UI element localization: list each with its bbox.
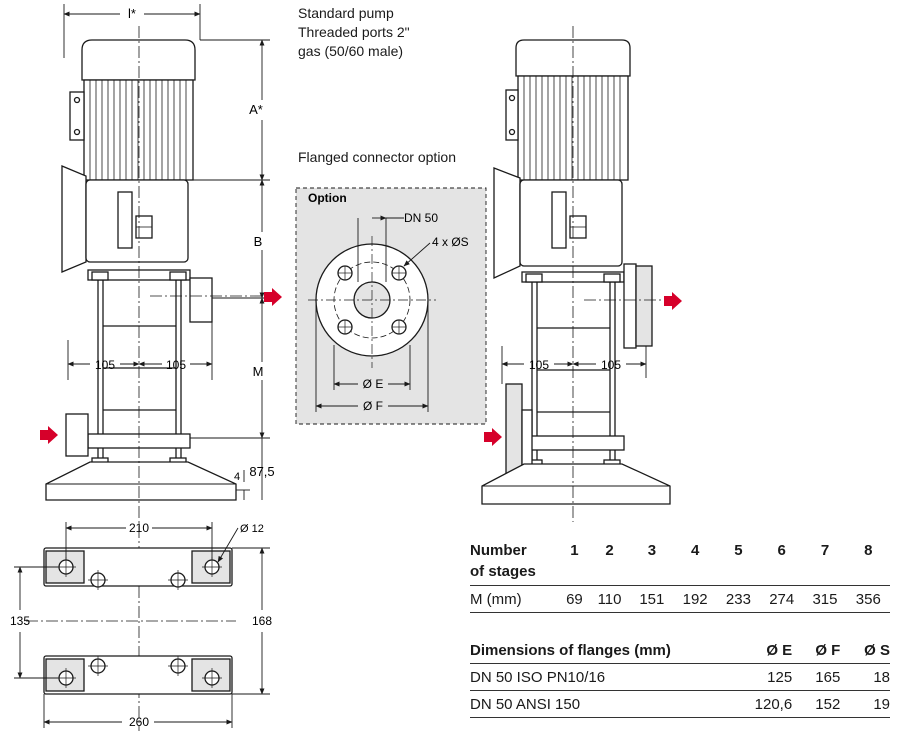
flange-value: 120,6 xyxy=(720,690,793,718)
base-dimensions xyxy=(14,522,270,728)
outlet-arrow-left xyxy=(264,288,282,306)
dim-105-left-b: 105 xyxy=(166,358,186,372)
lantern xyxy=(61,165,87,273)
motor-body xyxy=(83,79,194,181)
dim-l-star: l* xyxy=(128,6,136,21)
stages-header-sub-row: of stages xyxy=(470,563,890,586)
m-value: 356 xyxy=(846,585,890,613)
flange-value: 18 xyxy=(840,663,890,691)
left-dimensions xyxy=(63,4,270,500)
dim-b: B xyxy=(254,234,263,249)
stage-number: 4 xyxy=(690,541,700,559)
flange-type: DN 50 ANSI 150 xyxy=(470,690,720,718)
stages-row-label: M (mm) xyxy=(470,585,560,613)
stages-table: Number 1 2 3 4 5 6 7 8 of stages M (mm) … xyxy=(470,537,890,613)
flange-value: 125 xyxy=(720,663,793,691)
right-dimensions xyxy=(501,346,647,384)
m-value: 69 xyxy=(560,585,589,613)
standard-pump-note-line2: Threaded ports 2" xyxy=(298,24,410,40)
motor-cap xyxy=(81,39,196,81)
flanges-header-col: Ø E xyxy=(766,641,793,659)
flange-value: 152 xyxy=(792,690,841,718)
flanges-table: Dimensions of flanges (mm) Ø E Ø F Ø S D… xyxy=(470,637,890,718)
motor-ribs xyxy=(89,80,187,180)
dim-dn50: DN 50 xyxy=(404,211,438,225)
outlet-arrow-right xyxy=(664,292,682,310)
dim-phi-12: Ø 12 xyxy=(240,523,264,535)
flange-dimensions xyxy=(315,215,431,412)
stages-header-sub: of stages xyxy=(470,563,536,580)
dim-a-star: A* xyxy=(249,102,263,117)
dim-105-right-a: 105 xyxy=(529,358,549,372)
dim-260: 260 xyxy=(129,715,149,729)
terminal-box xyxy=(69,91,85,141)
m-value: 233 xyxy=(716,585,761,613)
stages-values-row: M (mm) 69 110 151 192 233 274 315 356 xyxy=(470,585,890,613)
stage-number: 7 xyxy=(820,541,830,559)
stage-number: 2 xyxy=(605,541,614,559)
dim-105-left-a: 105 xyxy=(95,358,115,372)
stages-header-label: Number xyxy=(470,541,527,559)
standard-pump-drawing xyxy=(45,39,237,501)
standard-pump-note-line1: Standard pump xyxy=(298,5,394,21)
dim-87-5: 87,5 xyxy=(249,464,274,479)
discharge-port xyxy=(189,277,213,323)
m-value: 192 xyxy=(673,585,717,613)
stage-number: 3 xyxy=(647,541,657,559)
suction-port xyxy=(65,413,89,457)
m-value: 315 xyxy=(803,585,847,613)
dim-4: 4 xyxy=(234,471,240,483)
inlet-arrow-right xyxy=(484,428,502,446)
dim-168: 168 xyxy=(252,614,272,628)
flanges-header-label: Dimensions of flanges (mm) xyxy=(470,641,671,659)
dim-m: M xyxy=(253,364,264,379)
dim-phi-e: Ø E xyxy=(363,377,384,391)
flange-value: 165 xyxy=(792,663,841,691)
stage-number: 6 xyxy=(777,541,786,559)
dim-105-right-b: 105 xyxy=(601,358,621,372)
dim-135: 135 xyxy=(10,614,30,628)
flanges-header-col: Ø F xyxy=(815,641,841,659)
table-row: DN 50 ISO PN10/16 125 165 18 xyxy=(470,663,890,691)
dim-210: 210 xyxy=(129,521,149,535)
inlet-arrow-left xyxy=(40,426,58,444)
flanged-option-note: Flanged connector option xyxy=(298,149,456,165)
standard-pump-note-line3: gas (50/60 male) xyxy=(298,43,404,59)
m-value: 151 xyxy=(630,585,674,613)
stage-number: 8 xyxy=(864,541,873,559)
flanges-header-row: Dimensions of flanges (mm) Ø E Ø F Ø S xyxy=(470,637,890,664)
dim-phi-f: Ø F xyxy=(363,399,383,413)
flange-value: 19 xyxy=(840,690,890,718)
stage-number: 1 xyxy=(570,541,579,559)
option-box-title: Option xyxy=(308,191,347,205)
flanges-header-col: Ø S xyxy=(864,641,890,659)
m-value: 110 xyxy=(588,585,631,613)
stage-number: 5 xyxy=(734,541,743,559)
flanged-pump-drawing xyxy=(481,39,671,505)
dim-holes: 4 x ØS xyxy=(432,235,469,249)
m-value: 274 xyxy=(760,585,804,613)
stages-header-row: Number 1 2 3 4 5 6 7 8 xyxy=(470,537,890,563)
flange-type: DN 50 ISO PN10/16 xyxy=(470,663,720,691)
pump-base xyxy=(45,461,237,501)
table-row: DN 50 ANSI 150 120,6 152 19 xyxy=(470,690,890,718)
